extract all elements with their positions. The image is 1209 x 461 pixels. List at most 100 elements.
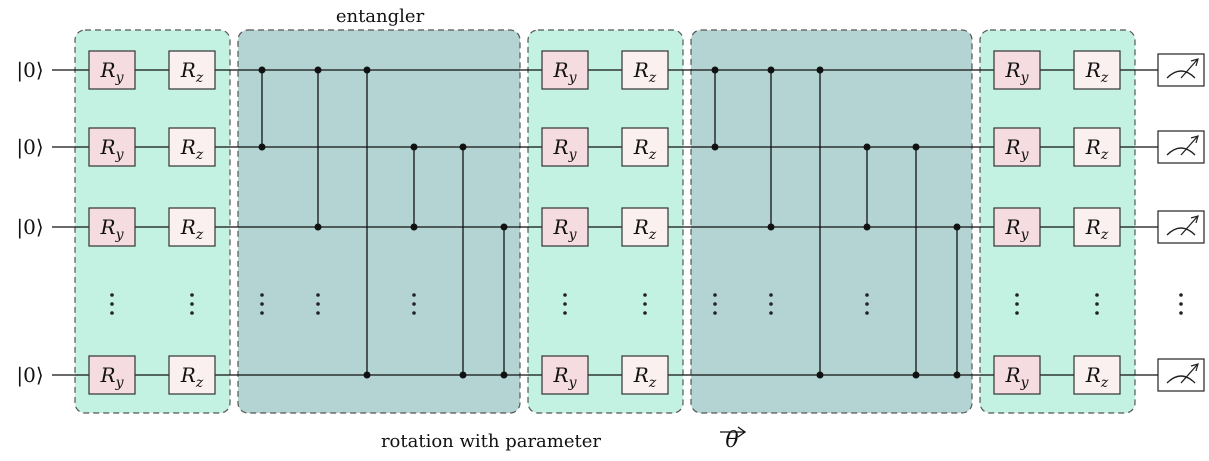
vertical-ellipsis-icon <box>316 293 320 315</box>
initial-state-label: |0⟩ <box>16 363 43 388</box>
vertical-ellipses <box>110 293 1183 315</box>
rz-gate: Rz <box>168 207 216 247</box>
control-dot <box>500 371 508 379</box>
ry-gate: Ry <box>541 127 589 167</box>
ry-gate: Ry <box>88 127 136 167</box>
control-dot <box>816 371 824 379</box>
vertical-ellipsis-icon <box>1095 293 1099 315</box>
vertical-ellipsis-icon <box>110 293 114 315</box>
measurement-meter-icon <box>1157 358 1205 392</box>
rz-gate-box <box>621 50 669 90</box>
vertical-ellipsis-icon <box>260 293 264 315</box>
ry-gate: Ry <box>541 207 589 247</box>
initial-state-label: |0⟩ <box>16 58 43 83</box>
control-dot <box>767 223 775 231</box>
control-dot <box>410 223 418 231</box>
rz-gate-label: Rz <box>180 58 204 86</box>
cz-connection <box>410 143 418 231</box>
rz-gate: Rz <box>621 355 669 395</box>
control-dot <box>459 371 467 379</box>
ry-gate-box <box>541 207 589 247</box>
rz-gate: Rz <box>168 355 216 395</box>
rotation-block-1 <box>74 29 231 414</box>
ry-gate-label: Ry <box>1005 215 1030 243</box>
control-dot <box>314 223 322 231</box>
rz-gate: Rz <box>621 127 669 167</box>
rz-gate-label: Rz <box>180 363 204 391</box>
ry-gate: Ry <box>541 50 589 90</box>
control-dot <box>314 66 322 74</box>
rz-gate: Rz <box>1073 207 1121 247</box>
cz-connection <box>258 66 266 151</box>
ry-gate-box <box>88 50 136 90</box>
ry-gate-box <box>88 207 136 247</box>
ry-gate-label: Ry <box>553 215 578 243</box>
rz-gate-label: Rz <box>180 135 204 163</box>
ry-gate-box <box>541 50 589 90</box>
ry-gate: Ry <box>88 355 136 395</box>
measurements <box>1157 53 1205 392</box>
rz-gate-box <box>1073 207 1121 247</box>
ry-gate-label: Ry <box>100 135 125 163</box>
ry-gate-label: Ry <box>100 58 125 86</box>
rz-gate-label: Rz <box>633 135 657 163</box>
rz-gate: Rz <box>1073 355 1121 395</box>
ry-gate-box <box>88 355 136 395</box>
control-dot <box>258 66 266 74</box>
control-dot <box>363 371 371 379</box>
rz-gate-box <box>168 207 216 247</box>
rz-gate-box <box>1073 355 1121 395</box>
ry-gate-label: Ry <box>1005 363 1030 391</box>
rotation-block-3 <box>979 29 1136 414</box>
control-dot <box>711 66 719 74</box>
cz-connection <box>912 143 920 379</box>
vertical-ellipsis-icon <box>769 293 773 315</box>
control-dot <box>363 66 371 74</box>
ry-gate-box <box>541 355 589 395</box>
control-dot <box>863 223 871 231</box>
vertical-ellipsis-icon <box>190 293 194 315</box>
ry-gate-label: Ry <box>1005 58 1030 86</box>
cz-connection <box>459 143 467 379</box>
measurement-meter-icon <box>1157 53 1205 87</box>
initial-state-label: |0⟩ <box>16 135 43 160</box>
ry-gate: Ry <box>993 355 1041 395</box>
rz-gate-box <box>1073 50 1121 90</box>
rotation-caption: rotation with parameter θ <box>381 426 747 453</box>
circuit-blocks <box>74 29 1136 414</box>
rz-gate: Rz <box>621 50 669 90</box>
rz-gate-box <box>621 127 669 167</box>
rz-gate-box <box>621 355 669 395</box>
ry-gate: Ry <box>993 207 1041 247</box>
rz-gate-label: Rz <box>1085 215 1109 243</box>
cz-connection <box>816 66 824 379</box>
ry-gate-label: Ry <box>1005 135 1030 163</box>
cz-connection <box>363 66 371 379</box>
ry-gate: Ry <box>993 127 1041 167</box>
vector-arrow-icon <box>720 426 747 438</box>
ry-gate-label: Ry <box>553 363 578 391</box>
rotation-caption-text: rotation with parameter <box>381 431 601 452</box>
cz-connection <box>863 143 871 231</box>
control-dot <box>459 143 467 151</box>
rz-gate-label: Rz <box>180 215 204 243</box>
vertical-ellipsis-icon <box>865 293 869 315</box>
control-dot <box>816 66 824 74</box>
entangler-block-1 <box>237 29 521 414</box>
rz-gate-label: Rz <box>1085 135 1109 163</box>
rz-gate-label: Rz <box>1085 58 1109 86</box>
qubit-wires <box>52 69 1158 376</box>
rz-gate-label: Rz <box>633 215 657 243</box>
ry-gate: Ry <box>541 355 589 395</box>
rz-gate-box <box>1073 127 1121 167</box>
measurement-meter-icon <box>1157 130 1205 164</box>
vertical-ellipsis-icon <box>713 293 717 315</box>
rz-gate-box <box>168 355 216 395</box>
ry-gate: Ry <box>993 50 1041 90</box>
rz-gate: Rz <box>1073 127 1121 167</box>
ry-gate-box <box>993 50 1041 90</box>
control-dot <box>410 143 418 151</box>
control-dot <box>912 371 920 379</box>
rz-gate-box <box>168 127 216 167</box>
